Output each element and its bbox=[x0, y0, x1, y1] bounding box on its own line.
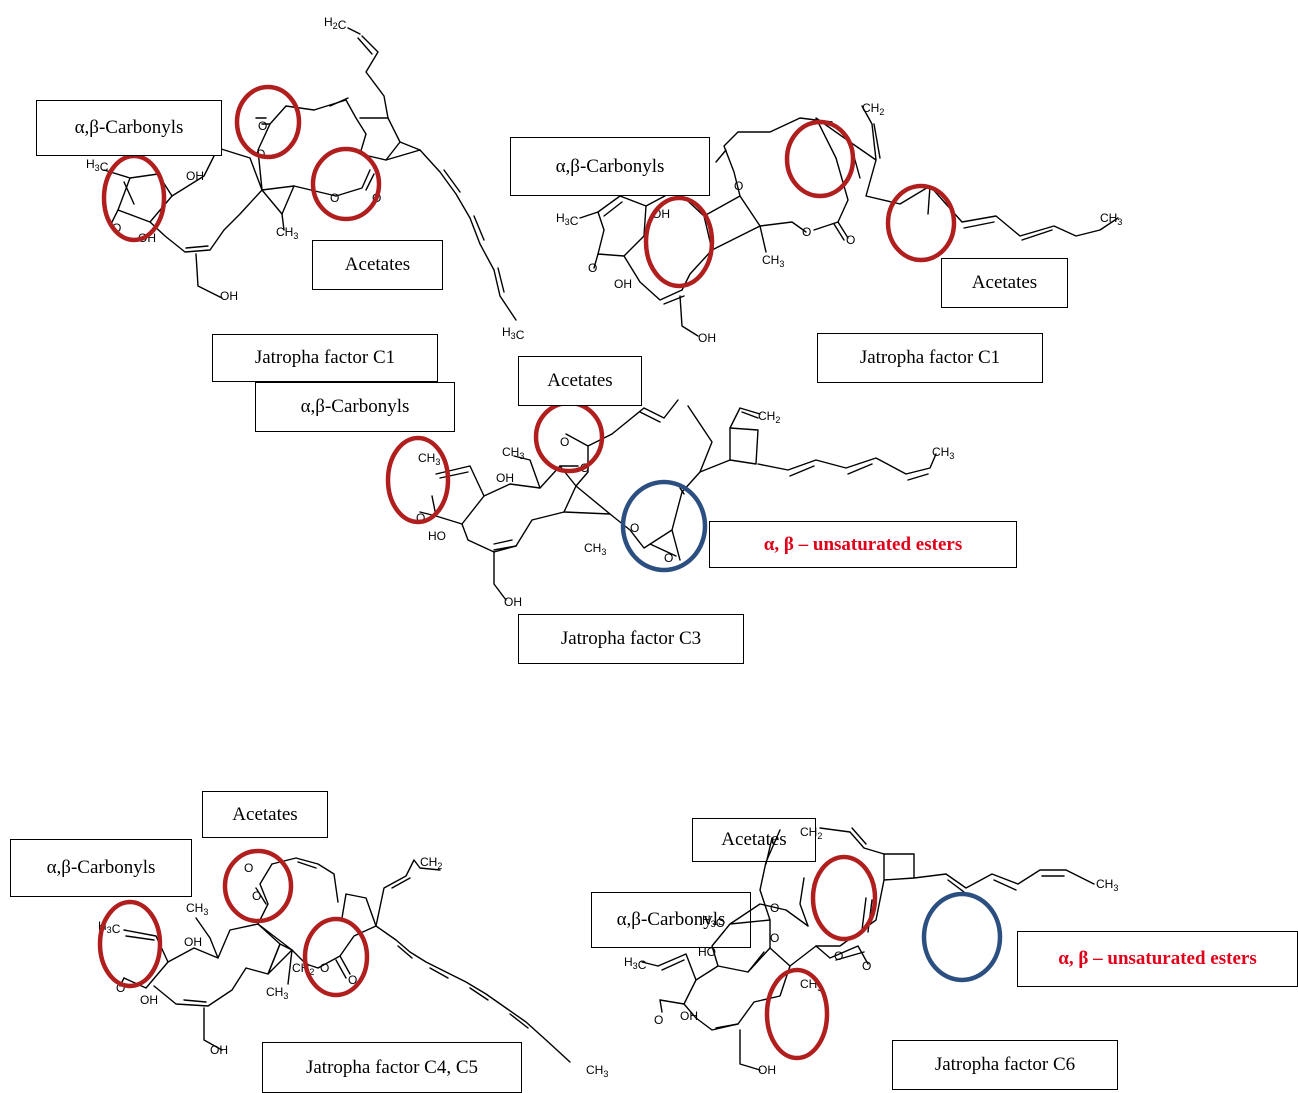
svg-text:CH2: CH2 bbox=[758, 409, 780, 425]
svg-text:OH: OH bbox=[504, 595, 522, 609]
svg-text:OH: OH bbox=[186, 169, 204, 183]
svg-text:CH3: CH3 bbox=[186, 901, 208, 917]
structure-factor-c6: H3C O OH HO H3C CH3 OH O O O O CH2 CH3 bbox=[624, 825, 1118, 1077]
unsaturated-esters-label: α, β – unsaturated esters bbox=[1017, 931, 1298, 987]
svg-text:O: O bbox=[654, 1013, 663, 1027]
svg-text:H2C: H2C bbox=[324, 15, 347, 32]
svg-text:O: O bbox=[330, 191, 339, 205]
factor-c3-title: Jatropha factor C3 bbox=[518, 614, 744, 664]
svg-text:OH: OH bbox=[698, 331, 716, 345]
acetate-highlight-ring bbox=[302, 916, 370, 998]
acetate-highlight-ring bbox=[784, 119, 856, 199]
carbonyls-label: α,β-Carbonyls bbox=[255, 382, 455, 432]
carbonyls-label: α,β-Carbonyls bbox=[36, 100, 222, 156]
svg-text:OH: OH bbox=[496, 471, 514, 485]
svg-text:CH3: CH3 bbox=[276, 225, 298, 241]
svg-text:CH3: CH3 bbox=[932, 445, 954, 461]
svg-text:OH: OH bbox=[614, 277, 632, 291]
carbonyl-highlight-ring bbox=[643, 195, 715, 289]
svg-text:CH2: CH2 bbox=[800, 825, 822, 841]
svg-text:O: O bbox=[112, 221, 121, 235]
factor-c1-title: Jatropha factor C1 bbox=[817, 333, 1043, 383]
svg-text:O: O bbox=[348, 973, 357, 987]
carbonyls-label: α,β-Carbonyls bbox=[10, 839, 192, 897]
svg-text:CH3: CH3 bbox=[266, 985, 288, 1001]
carbonyl-highlight-ring bbox=[97, 899, 163, 989]
acetates-label: Acetates bbox=[692, 818, 816, 862]
structure-factor-c1-right: CH2 H3C H3C OH O OH OH CH3 O O O O CH3 bbox=[556, 101, 1122, 345]
svg-text:O: O bbox=[770, 901, 779, 915]
svg-text:O: O bbox=[560, 435, 569, 449]
svg-text:O: O bbox=[588, 261, 597, 275]
svg-text:OH: OH bbox=[220, 289, 238, 303]
factor-c4-c5-title: Jatropha factor C4, C5 bbox=[262, 1042, 522, 1093]
svg-text:O: O bbox=[734, 179, 743, 193]
carbonyl-highlight-ring bbox=[764, 967, 830, 1061]
carbonyl-highlight-ring bbox=[385, 435, 451, 525]
svg-text:O: O bbox=[320, 961, 329, 975]
svg-text:OH: OH bbox=[184, 935, 202, 949]
svg-text:H3C: H3C bbox=[702, 913, 725, 930]
structure-factor-c1-left: H2C CH3 H3C OH O OH CH3 O O O O OH H3C bbox=[86, 15, 525, 342]
svg-text:OH: OH bbox=[758, 1063, 776, 1077]
svg-text:O: O bbox=[116, 981, 125, 995]
svg-text:O: O bbox=[862, 959, 871, 973]
acetate-highlight-ring bbox=[234, 84, 302, 160]
acetates-label: Acetates bbox=[518, 356, 642, 406]
svg-text:O: O bbox=[416, 511, 425, 525]
acetates-label: Acetates bbox=[941, 258, 1068, 308]
acetates-label: Acetates bbox=[312, 240, 443, 290]
acetates-label: Acetates bbox=[202, 791, 328, 838]
svg-text:CH3: CH3 bbox=[1096, 877, 1118, 893]
unsaturated-esters-label: α, β – unsaturated esters bbox=[709, 521, 1017, 568]
svg-text:CH3: CH3 bbox=[418, 451, 440, 467]
carbonyl-highlight-ring bbox=[101, 153, 167, 243]
carbonyls-label: α,β-Carbonyls bbox=[591, 892, 751, 948]
svg-text:CH3: CH3 bbox=[762, 253, 784, 269]
svg-text:HO: HO bbox=[698, 945, 716, 959]
svg-text:O: O bbox=[244, 861, 253, 875]
svg-text:O: O bbox=[802, 225, 811, 239]
acetate-highlight-ring bbox=[310, 146, 382, 222]
unsaturated-ester-highlight-ring bbox=[921, 891, 1003, 983]
svg-text:CH2: CH2 bbox=[420, 855, 442, 871]
svg-text:O: O bbox=[258, 119, 267, 133]
svg-text:O: O bbox=[770, 931, 779, 945]
svg-text:H3C: H3C bbox=[86, 157, 109, 174]
svg-text:CH3: CH3 bbox=[584, 541, 606, 557]
structure-factor-c4-c5: H3C O OH OH CH3 CH3 OH O O CH2 O O CH2 C… bbox=[97, 848, 608, 1079]
svg-text:CH3: CH3 bbox=[1100, 211, 1122, 227]
factor-c6-title: Jatropha factor C6 bbox=[892, 1040, 1118, 1090]
acetate-highlight-ring bbox=[885, 183, 957, 263]
factor-c1-title: Jatropha factor C1 bbox=[212, 334, 438, 382]
svg-text:O: O bbox=[834, 949, 843, 963]
svg-text:H3C: H3C bbox=[502, 325, 525, 342]
acetate-highlight-ring bbox=[810, 854, 878, 942]
carbonyls-label: α,β-Carbonyls bbox=[510, 137, 710, 196]
svg-text:CH2: CH2 bbox=[862, 101, 884, 117]
svg-text:O: O bbox=[630, 521, 639, 535]
svg-text:CH3: CH3 bbox=[586, 1063, 608, 1079]
acetate-highlight-ring bbox=[222, 848, 294, 924]
svg-text:H3C: H3C bbox=[624, 955, 647, 972]
svg-text:H3C: H3C bbox=[556, 211, 579, 228]
svg-text:CH3: CH3 bbox=[502, 445, 524, 461]
svg-text:OH: OH bbox=[210, 1043, 228, 1057]
svg-text:O: O bbox=[252, 889, 261, 903]
svg-text:OH: OH bbox=[140, 993, 158, 1007]
structure-factor-c3: CH3 O HO OH CH3 CH3 OH O O O O CH2 CH3 bbox=[385, 399, 954, 609]
unsaturated-ester-highlight-ring bbox=[620, 479, 708, 573]
svg-text:OH: OH bbox=[680, 1009, 698, 1023]
svg-text:O: O bbox=[846, 233, 855, 247]
svg-text:O: O bbox=[664, 551, 673, 565]
svg-text:HO: HO bbox=[428, 529, 446, 543]
